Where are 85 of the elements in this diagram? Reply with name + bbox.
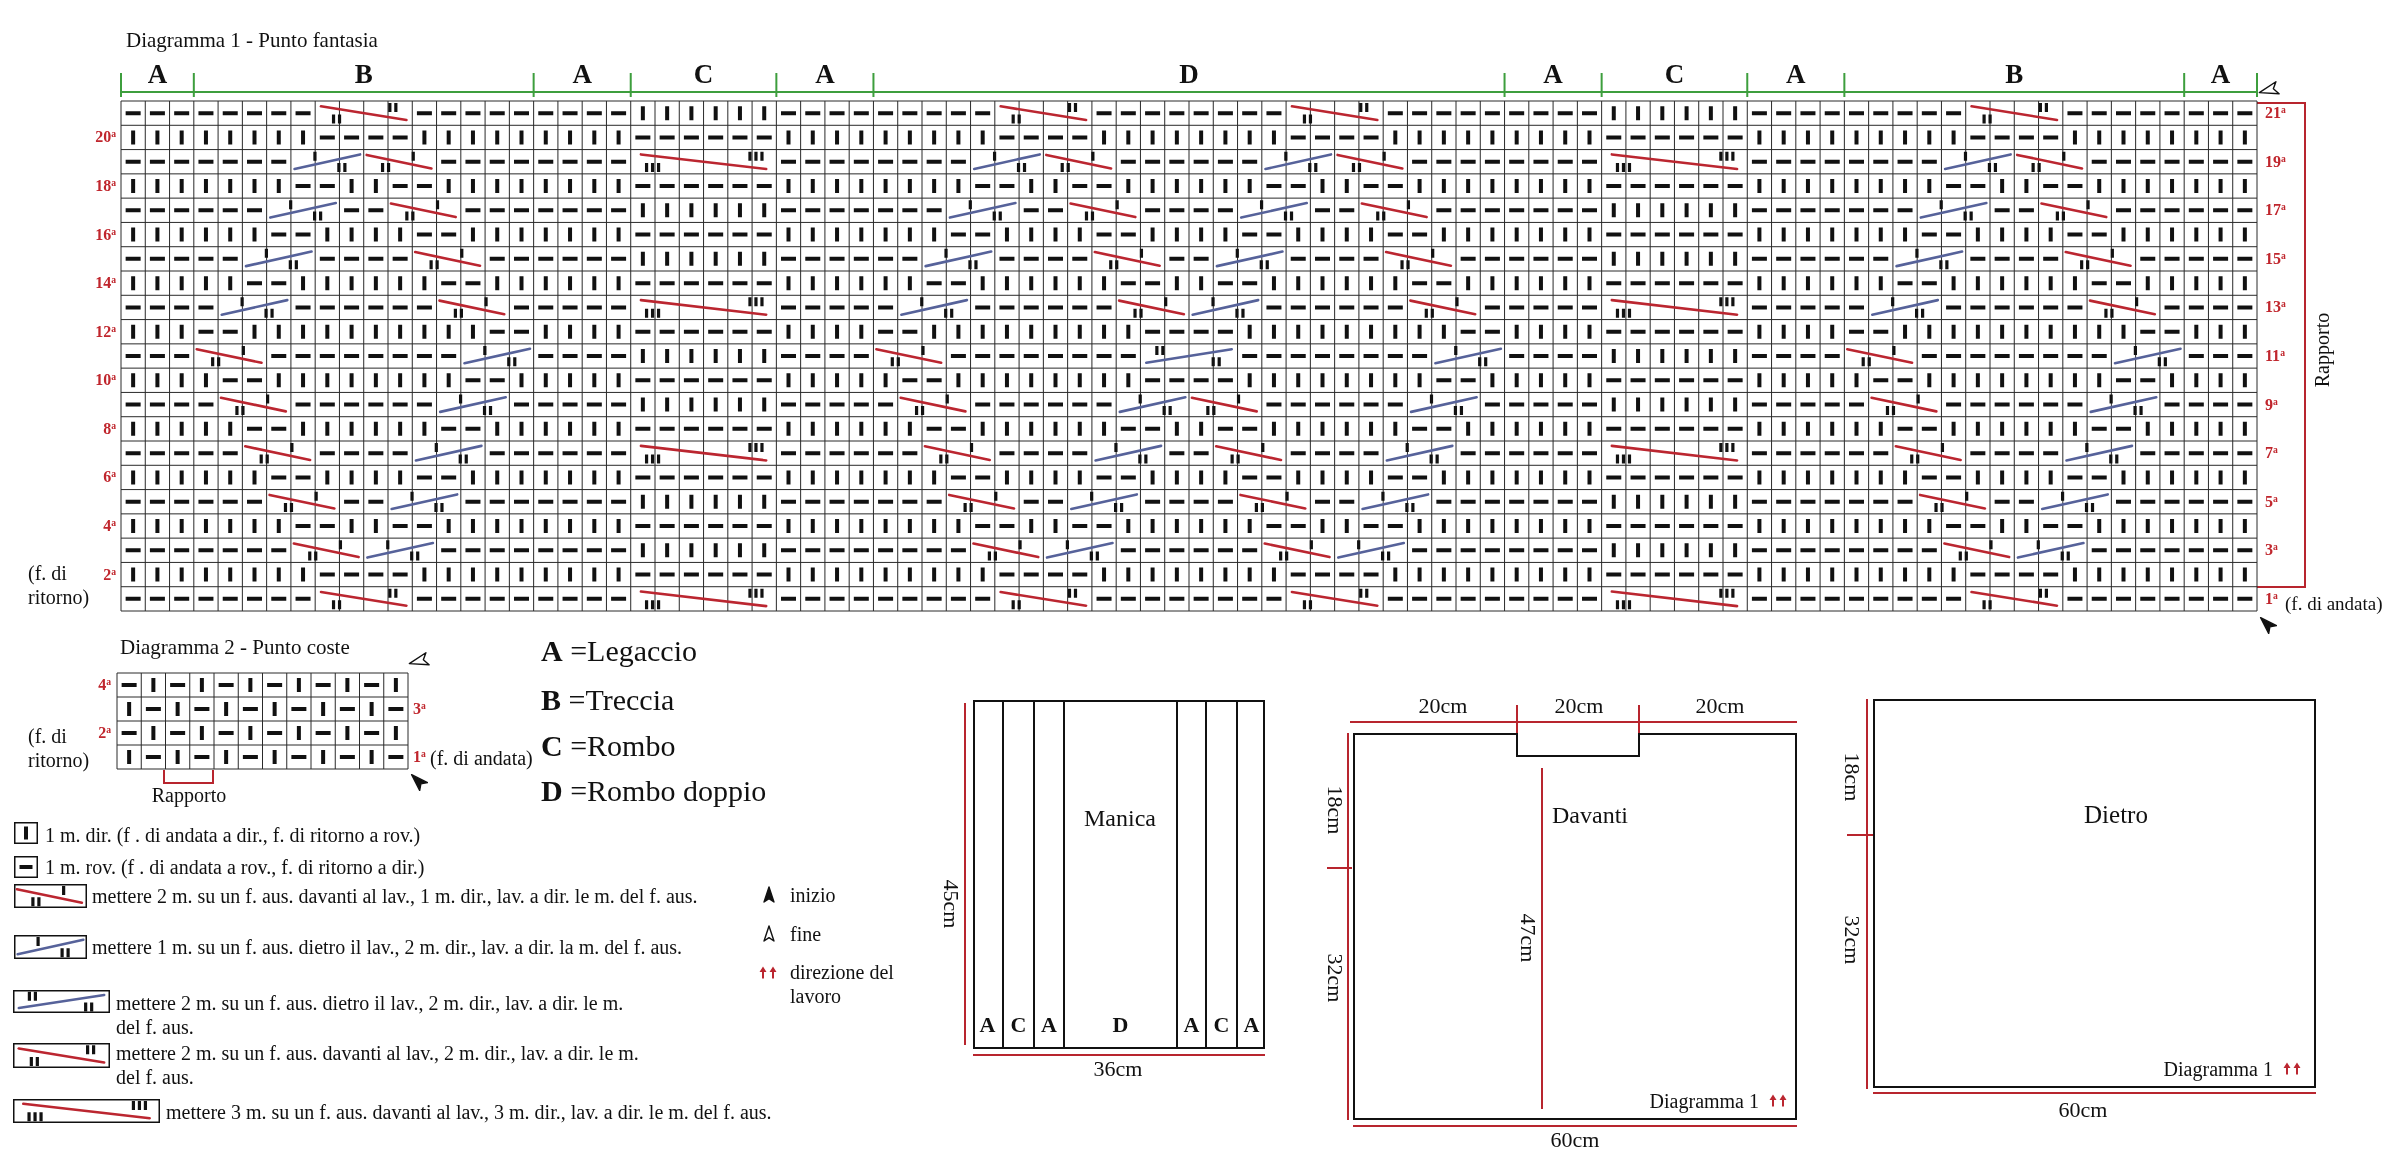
garment-piece: [973, 700, 1265, 1049]
piece-name: Manica: [1084, 803, 1156, 833]
dimension-label: 45cm: [938, 879, 965, 929]
legend-text: mettere 2 m. su un f. aus. dietro il lav., 2 m. dir., lav. a dir. le m. del f. aus.: [116, 991, 625, 1039]
chart-reference: Diagramma 1: [2163, 1057, 2273, 1081]
row-number: 21$^{a}$: [2265, 103, 2286, 123]
legend-text: mettere 2 m. su un f. aus. davanti al lav., 2 m. dir., lav. a dir. le m. del f. aus.: [116, 1041, 640, 1089]
section-letter: A: [2210, 57, 2231, 91]
chart-title: Diagramma 1 - Punto fantasia: [126, 28, 378, 54]
row-number: 1$^{a}$: [413, 747, 426, 767]
legend-text: fine: [790, 922, 822, 946]
row-number: 13$^{a}$: [2265, 297, 2286, 317]
section-letter: A: [147, 57, 168, 91]
row-note: (f. di ritorno): [28, 561, 91, 609]
legend-text: mettere 1 m. su un f. aus. dietro il lav., 2 m. dir., lav. a dir. la m. del f. aus.: [92, 935, 683, 959]
row-number: 19$^{a}$: [2265, 152, 2286, 172]
dimension-label: 18cm: [1322, 785, 1349, 835]
dimension-label: 32cm: [1322, 953, 1349, 1003]
dimension-label: 18cm: [1839, 752, 1866, 802]
strip-letter: A: [979, 1011, 996, 1039]
dimension-label: 36cm: [1093, 1055, 1143, 1083]
section-letter: A: [572, 57, 592, 91]
section-letter: C: [693, 57, 714, 91]
section-letter: C: [1664, 57, 1685, 91]
row-note: (f. di ritorno): [28, 724, 91, 772]
row-number: 5$^{a}$: [2265, 492, 2278, 512]
row-number: 9$^{a}$: [2265, 394, 2278, 415]
section-letter: B: [2005, 57, 2024, 91]
row-number: 7$^{a}$: [2265, 443, 2278, 463]
piece-name: Davanti: [1552, 800, 1628, 830]
row-number: 2$^{a}$: [98, 723, 111, 743]
key-text: A =Legaccio: [541, 633, 697, 669]
dimension-label: 20cm: [1695, 692, 1745, 720]
garment-piece: [1353, 733, 1797, 1120]
key-text: D =Rombo doppio: [541, 773, 767, 809]
repeat-label: Rapporto: [151, 783, 227, 807]
row-number: 3$^{a}$: [2265, 540, 2278, 560]
section-letter: B: [354, 57, 373, 91]
section-letter: A: [815, 57, 835, 91]
section-letter: A: [1543, 57, 1563, 91]
row-number: 3$^{a}$: [413, 699, 426, 719]
row-number: 10$^{a}$: [95, 370, 116, 390]
row-number: 6$^{a}$: [103, 467, 116, 487]
section-letter: A: [1786, 57, 1806, 91]
strip-letter: A: [1243, 1011, 1260, 1039]
row-note: (f. di andata): [2285, 592, 2383, 616]
strip-letter: A: [1041, 1011, 1057, 1039]
row-number: 15$^{a}$: [2265, 249, 2286, 269]
row-number: 1$^{a}$: [2265, 589, 2278, 609]
legend-text: direzione del lavoro: [790, 960, 895, 1008]
key-text: C =Rombo: [541, 728, 676, 764]
strip-letter: D: [1112, 1011, 1129, 1039]
row-number: 8$^{a}$: [103, 419, 116, 439]
section-letter: D: [1179, 57, 1199, 91]
dimension-label: 60cm: [2058, 1096, 2108, 1124]
garment-piece: [1873, 699, 2316, 1088]
legend-text: inizio: [790, 883, 836, 907]
row-note: (f. di andata): [430, 746, 533, 770]
repeat-label: Rapporto: [2310, 312, 2334, 388]
dimension-label: 32cm: [1839, 915, 1866, 965]
row-number: 16$^{a}$: [95, 224, 116, 245]
row-number: 17$^{a}$: [2265, 200, 2286, 220]
strip-letter: A: [1183, 1011, 1200, 1039]
dimension-label: 20cm: [1554, 692, 1604, 720]
legend-text: mettere 3 m. su un f. aus. davanti al lav., 3 m. dir., lav. a dir. le m. del f. aus.: [166, 1100, 772, 1124]
chart-reference: Diagramma 1: [1649, 1089, 1759, 1113]
chart-title: Diagramma 2 - Punto coste: [120, 635, 350, 661]
strip-letter: C: [1213, 1011, 1230, 1039]
row-number: 12$^{a}$: [95, 322, 116, 342]
legend-text: mettere 2 m. su un f. aus. davanti al lav., 1 m. dir., lav. a dir. le m. del f. aus.: [92, 884, 698, 908]
strip-letter: C: [1010, 1011, 1027, 1039]
dimension-label: 20cm: [1418, 692, 1468, 720]
row-number: 4$^{a}$: [103, 516, 116, 536]
row-number: 20$^{a}$: [95, 127, 116, 147]
key-text: B =Treccia: [541, 682, 675, 718]
piece-name: Dietro: [2084, 800, 2148, 830]
row-number: 4$^{a}$: [98, 675, 111, 695]
dimension-label: 60cm: [1550, 1126, 1600, 1154]
row-number: 18$^{a}$: [95, 176, 116, 196]
legend-text: 1 m. dir. (f . di andata a dir., f. di ritorno a rov.): [45, 823, 421, 847]
dimension-label: 47cm: [1515, 913, 1542, 963]
row-number: 14$^{a}$: [95, 273, 116, 293]
row-number: 11$^{a}$: [2265, 346, 2285, 366]
legend-text: 1 m. rov. (f . di andata a rov., f. di ritorno a dir.): [45, 855, 425, 879]
row-number: 2$^{a}$: [103, 564, 116, 585]
